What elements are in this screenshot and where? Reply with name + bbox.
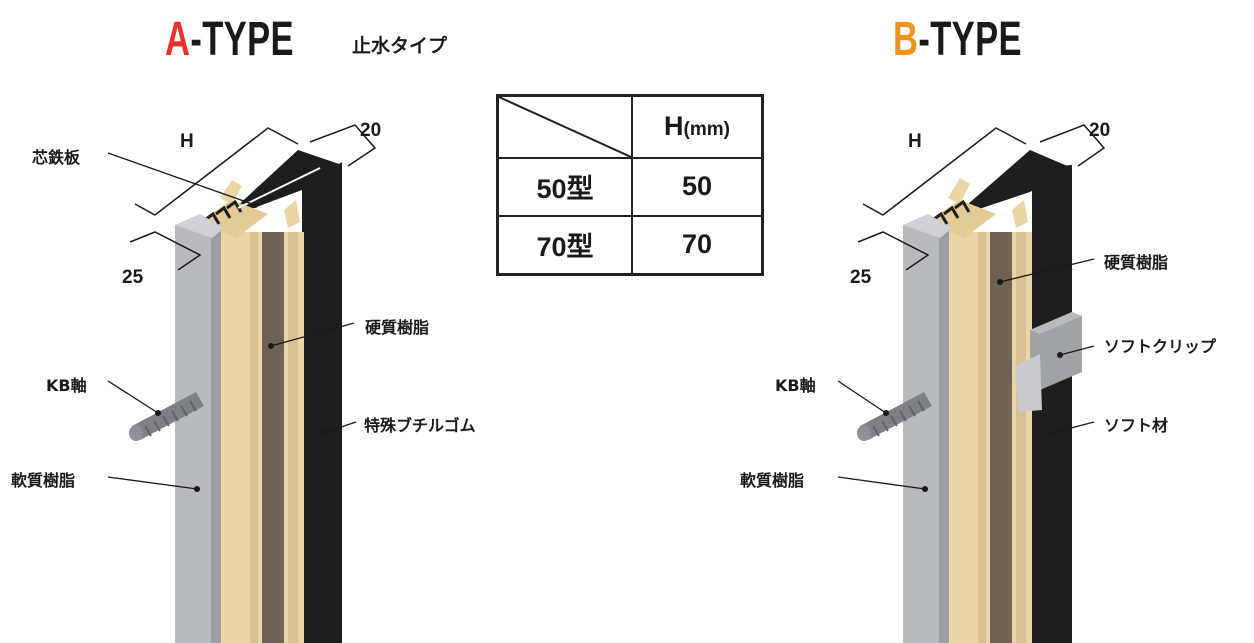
table-row: 50型 50 [496,156,764,217]
table-cell-type: 50型 [496,156,633,217]
label-soft-material: ソフト材 [1104,416,1169,435]
type-a-dim-25: 25 [122,267,144,288]
table-diagonal-line [499,97,631,157]
type-a-profile [107,124,377,643]
table-cell-h: 50 [631,156,764,217]
type-a-title: A-TYPE [165,12,294,67]
table-header-row: H(mm) [496,94,764,159]
type-a-suffix: -TYPE [190,13,294,66]
label-core-steel: 芯鉄板 [32,148,81,167]
table-cell-type: 70型 [496,214,633,276]
label-a-kb-axis: KB軸 [46,376,87,395]
table-header-h-unit: (mm) [683,119,730,141]
type-b-dim-20: 20 [1089,120,1111,141]
label-b-kb-axis: KB軸 [775,376,816,395]
type-a-kb-axis [129,392,204,441]
table-header-h-main: H [664,111,684,142]
label-b-soft-resin: 軟質樹脂 [740,471,805,490]
label-soft-clip: ソフトクリップ [1104,337,1217,356]
type-b-title: B-TYPE [893,12,1022,67]
label-a-hard-resin: 硬質樹脂 [365,318,430,337]
table-header-h: H(mm) [631,94,764,159]
type-a-dim-20: 20 [360,120,382,141]
label-b-hard-resin: 硬質樹脂 [1104,253,1169,272]
type-b-letter: B [893,13,919,66]
type-b-kb-axis [857,392,932,441]
type-b-suffix: -TYPE [918,13,1022,66]
type-b-profile [837,124,1106,643]
type-b-soft-clip [1015,312,1082,412]
table-corner-cell [496,94,633,159]
type-b-dim-25: 25 [850,267,872,288]
label-special-butyl-rubber: 特殊ブチルゴム [364,416,476,435]
label-a-soft-resin: 軟質樹脂 [11,471,76,490]
type-b-dim-h: H [908,131,922,152]
table-row: 70型 70 [496,214,764,276]
type-a-dim-h: H [180,131,194,152]
table-cell-h: 70 [631,214,764,276]
type-a-subtitle: 止水タイプ [352,35,448,57]
type-a-letter: A [165,13,191,66]
size-table: H(mm) 50型 50 70型 70 [496,94,764,276]
